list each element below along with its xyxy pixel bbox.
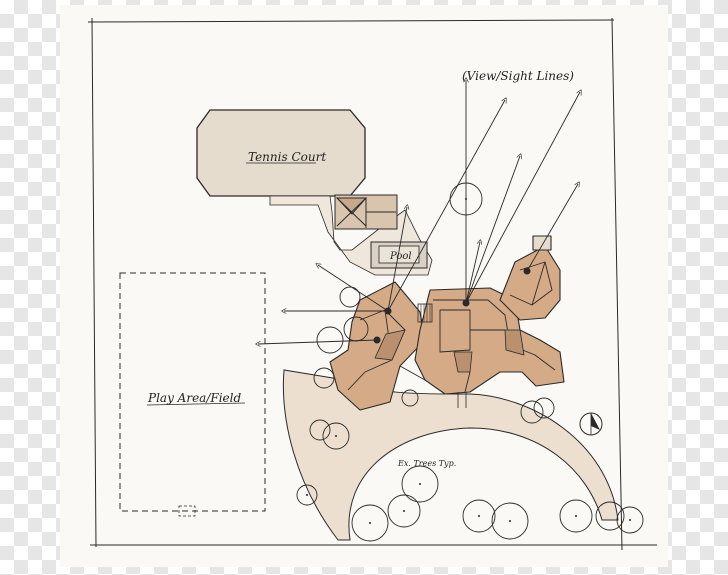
trees-label: Ex. Trees Typ.: [397, 459, 456, 468]
property-boundary: [87, 17, 657, 551]
house-roof-plan: [329, 235, 565, 411]
existing-trees: [296, 182, 644, 542]
pool: [370, 241, 428, 269]
play-area-label: Play Area/Field: [147, 391, 241, 405]
north-arrow-icon: [579, 412, 603, 436]
pool-label: Pool: [389, 251, 412, 262]
viewpoint-markers: [373, 267, 531, 344]
play-area-field: [119, 272, 266, 512]
driveway: [282, 369, 619, 541]
sight-lines-label: (View/Sight Lines): [462, 69, 574, 83]
deck: [417, 303, 433, 323]
outbuilding: [334, 194, 398, 230]
paper-sheet: [60, 5, 668, 567]
tennis-court-label: Tennis Court: [248, 150, 326, 164]
tree-centers: [306, 198, 631, 524]
